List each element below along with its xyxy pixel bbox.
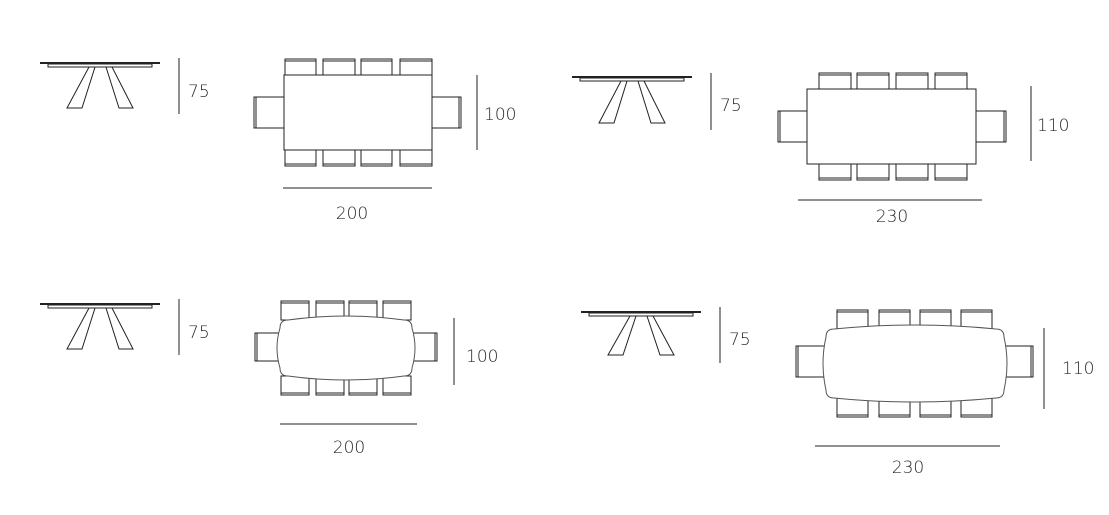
depth-label: 100: [484, 105, 516, 125]
chair: [280, 300, 310, 321]
height-label: 75: [188, 82, 210, 102]
table-figure-1: 75 100 200: [40, 58, 516, 224]
height-label: 75: [729, 330, 751, 350]
tabletop-underside: [579, 77, 685, 82]
table-leg: [646, 315, 675, 356]
chair: [280, 375, 310, 396]
width-label: 230: [892, 458, 924, 478]
side-view: [572, 76, 692, 124]
side-view: [40, 62, 160, 109]
top-view: [777, 72, 1007, 181]
table-figure-3: 75 100 200: [40, 299, 498, 458]
side-view: [581, 311, 701, 356]
table-leg: [105, 307, 134, 350]
table-leg: [66, 66, 96, 109]
side-view: [40, 303, 160, 350]
top-view: [253, 58, 462, 167]
height-label: 75: [188, 323, 210, 343]
chair: [382, 300, 412, 321]
tabletop: [822, 324, 1008, 403]
tabletop-underside: [47, 304, 153, 309]
width-label: 200: [336, 204, 368, 224]
tabletop: [276, 315, 416, 381]
table-leg: [66, 307, 96, 350]
chair: [971, 110, 1007, 143]
table-leg: [607, 315, 637, 356]
chair: [427, 96, 462, 129]
width-label: 200: [333, 438, 365, 458]
chair: [382, 375, 412, 396]
tabletop-underside: [47, 63, 153, 68]
depth-label: 100: [466, 347, 498, 367]
top-view: [795, 309, 1034, 418]
table-leg: [637, 80, 666, 124]
table-leg: [105, 66, 134, 109]
tabletop-underside: [588, 312, 694, 317]
chair: [777, 110, 812, 143]
depth-label: 110: [1037, 116, 1069, 136]
chair: [253, 96, 289, 129]
top-view: [254, 300, 438, 396]
table-figure-4: 75 110 230: [581, 307, 1094, 478]
table-leg: [598, 80, 628, 124]
tabletop: [806, 88, 977, 165]
depth-label: 110: [1062, 359, 1094, 379]
height-label: 75: [720, 96, 742, 116]
tabletop: [283, 74, 433, 151]
width-label: 230: [876, 207, 908, 227]
table-figure-2: 75 110 230: [572, 72, 1069, 227]
